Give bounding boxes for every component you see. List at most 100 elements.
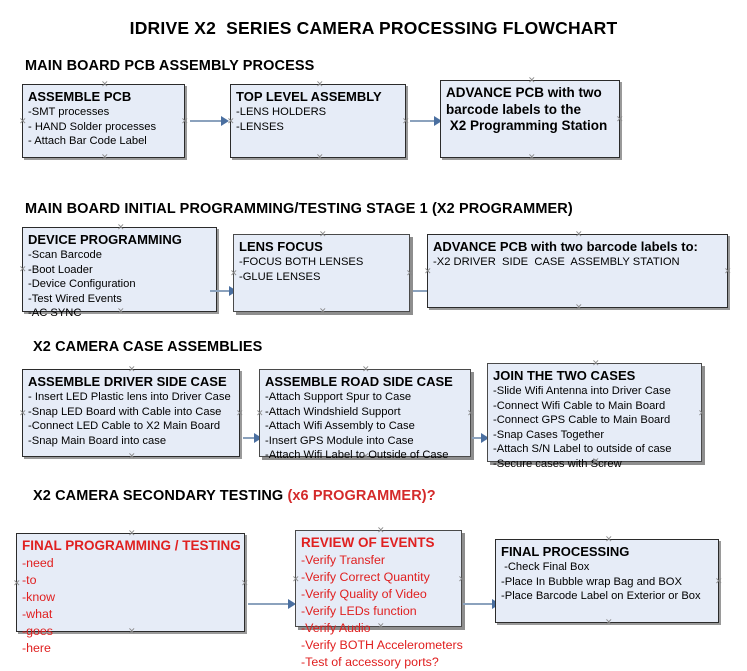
resize-handle-bottom[interactable] (128, 628, 135, 635)
box-final-programming-testing[interactable]: FINAL PROGRAMMING / TESTING -need -to -k… (13, 530, 248, 655)
resize-handle-left[interactable] (19, 410, 26, 417)
section-heading-2: MAIN BOARD INITIAL PROGRAMMING/TESTING S… (25, 201, 573, 217)
box-title: X2 Programming Station (446, 118, 608, 134)
box-top-level-assembly[interactable]: TOP LEVEL ASSEMBLY -LENS HOLDERS -LENSES (230, 84, 406, 158)
arrowhead-3-2 (481, 433, 489, 443)
resize-handle-right[interactable] (616, 116, 623, 123)
resize-handle-left[interactable] (230, 270, 237, 277)
box-device-programming[interactable]: DEVICE PROGRAMMING -Scan Barcode -Boot L… (19, 224, 217, 319)
box-title: barcode labels to the (446, 101, 582, 117)
resize-handle-top[interactable] (101, 81, 108, 88)
box-review-of-events[interactable]: REVIEW OF EVENTS -Verify Transfer -Verif… (292, 527, 465, 669)
resize-handle-bottom[interactable] (362, 453, 369, 460)
resize-handle-right[interactable] (458, 576, 465, 583)
box-line-overflow: -Test of accessory ports? (301, 654, 439, 669)
box-line: -Attach S/N Label to outside of case (493, 443, 672, 456)
resize-handle-right[interactable] (724, 268, 731, 275)
resize-handle-top[interactable] (117, 224, 124, 231)
resize-handle-bottom[interactable] (319, 308, 326, 315)
resize-handle-left[interactable] (13, 580, 20, 587)
resize-handle-top[interactable] (319, 231, 326, 238)
resize-handle-top[interactable] (605, 536, 612, 543)
resize-handle-top[interactable] (592, 360, 599, 367)
resize-handle-bottom[interactable] (575, 304, 582, 311)
resize-handle-bottom[interactable] (101, 154, 108, 161)
box-lens-focus[interactable]: LENS FOCUS -FOCUS BOTH LENSES -GLUE LENS… (233, 234, 410, 312)
box-line: -GLUE LENSES (239, 270, 321, 283)
resize-handle-top[interactable] (362, 366, 369, 373)
section-heading-4-accent: (x6 PROGRAMMER)? (287, 488, 436, 504)
box-join-the-two-cases[interactable]: JOIN THE TWO CASES -Slide Wifi Antenna i… (487, 360, 705, 470)
resize-handle-left[interactable] (292, 576, 299, 583)
box-line: -Attach Windshield Support (265, 405, 401, 418)
box-line: -Attach Support Spur to Case (265, 391, 412, 404)
resize-handle-top[interactable] (575, 231, 582, 238)
resize-handle-right[interactable] (406, 270, 413, 277)
resize-handle-right[interactable] (698, 410, 705, 417)
box-line: -Snap LED Board with Cable into Case (28, 405, 222, 418)
resize-handle-bottom[interactable] (128, 453, 135, 460)
box-line: -Verify Correct Quantity (301, 569, 430, 584)
arrowhead-1-1 (221, 116, 229, 126)
box-advance-pcb-station[interactable]: ADVANCE PCB with two barcode labels to t… (440, 80, 620, 158)
box-line: -Place Barcode Label on Exterior or Box (501, 590, 701, 603)
box-title: JOIN THE TWO CASES (493, 368, 636, 383)
resize-handle-left[interactable] (227, 118, 234, 125)
box-line: -FOCUS BOTH LENSES (239, 256, 364, 269)
connector-4-1 (248, 603, 292, 605)
resize-handle-top[interactable] (128, 530, 135, 537)
connector-4-2 (463, 603, 496, 605)
resize-handle-top[interactable] (128, 366, 135, 373)
connector-3-1 (243, 437, 261, 439)
connector-3-2 (472, 437, 486, 439)
box-line: -Connect Wifi Cable to Main Board (493, 399, 666, 412)
box-line: -Snap Main Board into case (28, 434, 167, 447)
resize-handle-right[interactable] (467, 410, 474, 417)
resize-handle-bottom[interactable] (117, 308, 124, 315)
box-line: -AC SYNC (28, 307, 82, 320)
box-final-processing[interactable]: FINAL PROCESSING -Check Final Box -Place… (495, 539, 719, 623)
box-line: -need (22, 555, 54, 570)
resize-handle-top[interactable] (528, 77, 535, 84)
box-line: -Test Wired Events (28, 292, 122, 305)
resize-handle-bottom[interactable] (528, 154, 535, 161)
resize-handle-left[interactable] (19, 118, 26, 125)
resize-handle-left[interactable] (424, 268, 431, 275)
box-line: -Boot Loader (28, 263, 93, 276)
resize-handle-right[interactable] (402, 118, 409, 125)
box-title: ASSEMBLE PCB (28, 89, 132, 104)
box-line: -LENSES (236, 120, 284, 133)
box-assemble-pcb[interactable]: ASSEMBLE PCB -SMT processes - HAND Solde… (22, 84, 185, 158)
resize-handle-right[interactable] (241, 580, 248, 587)
arrowhead-4-1 (288, 599, 296, 609)
box-line: -Scan Barcode (28, 249, 103, 262)
box-title: ASSEMBLE ROAD SIDE CASE (265, 374, 453, 389)
box-line: -Attach Wifi Label to Outside of Case (265, 449, 449, 462)
box-line: -goes (22, 623, 53, 638)
arrowhead-3-1 (254, 433, 262, 443)
resize-handle-bottom[interactable] (377, 623, 384, 630)
resize-handle-left[interactable] (19, 266, 26, 273)
box-line: -to (22, 572, 37, 587)
resize-handle-top[interactable] (377, 527, 384, 534)
connector-2-2 (413, 290, 435, 292)
resize-handle-right[interactable] (715, 578, 722, 585)
box-line: -Verify BOTH Accelerometers (301, 637, 463, 652)
resize-handle-top[interactable] (316, 81, 323, 88)
box-assemble-driver-side-case[interactable]: ASSEMBLE DRIVER SIDE CASE - Insert LED P… (22, 369, 240, 457)
box-advance-pcb-driver-side[interactable]: ADVANCE PCB with two barcode labels to: … (427, 234, 728, 308)
resize-handle-bottom[interactable] (316, 154, 323, 161)
box-line: -SMT processes (28, 106, 110, 119)
resize-handle-left[interactable] (256, 410, 263, 417)
resize-handle-bottom[interactable] (605, 619, 612, 626)
resize-handle-right[interactable] (236, 410, 243, 417)
box-line: -LENS HOLDERS (236, 106, 327, 119)
box-assemble-road-side-case[interactable]: ASSEMBLE ROAD SIDE CASE -Attach Support … (256, 366, 474, 461)
box-title: ASSEMBLE DRIVER SIDE CASE (28, 374, 227, 389)
section-heading-4-text: X2 CAMERA SECONDARY TESTING (33, 488, 288, 504)
box-line: -Verify Audio (301, 620, 371, 635)
resize-handle-bottom[interactable] (592, 458, 599, 465)
resize-handle-right[interactable] (181, 118, 188, 125)
box-line: - HAND Solder processes (28, 120, 157, 133)
